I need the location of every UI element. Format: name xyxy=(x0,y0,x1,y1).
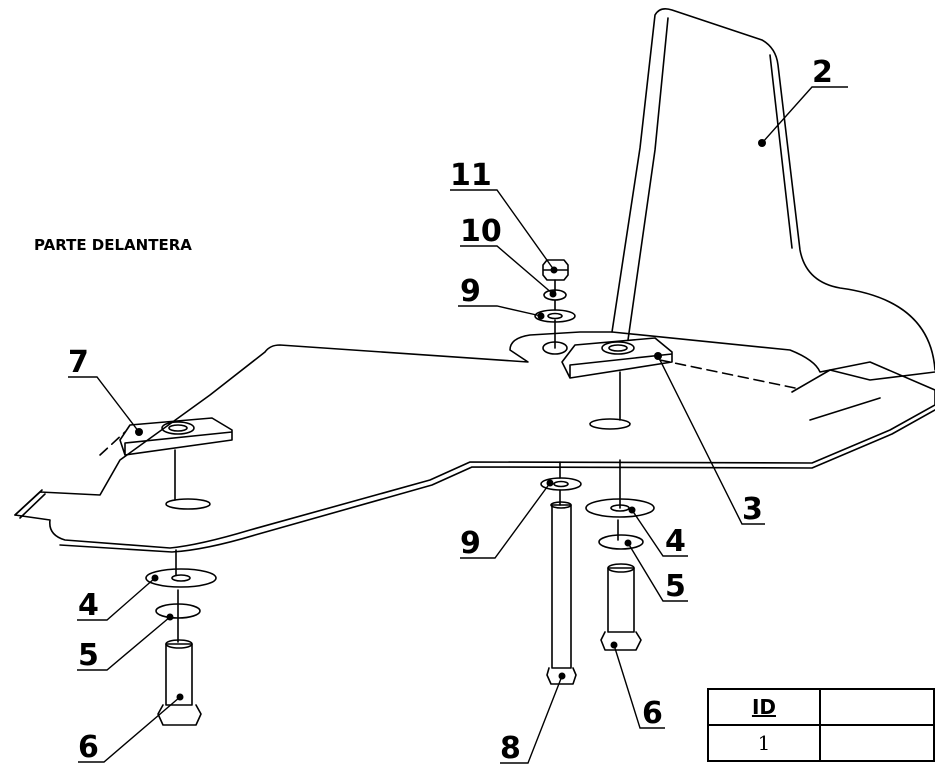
back-plate-edge xyxy=(627,17,669,341)
washer-9-top xyxy=(534,309,576,323)
callout-6-left: 6 xyxy=(78,730,99,765)
table-row: 1 xyxy=(707,724,935,762)
bolt-6-left-top xyxy=(165,639,193,649)
washer-9-top-hole xyxy=(547,312,563,320)
lock-washer-5-right xyxy=(598,534,644,550)
callout-5-right: 5 xyxy=(665,569,686,604)
washer-4-right-hole xyxy=(610,504,630,512)
callout-4-right: 4 xyxy=(665,524,686,559)
parts-table-header-row: ID xyxy=(707,688,935,726)
front-side-note: PARTE DELANTERA xyxy=(34,236,192,254)
axis-right xyxy=(617,371,621,541)
left-bracket-hole-inner xyxy=(168,424,188,432)
callout-9-bottom: 9 xyxy=(460,526,481,561)
callout-3: 3 xyxy=(742,492,763,527)
callout-6-right: 6 xyxy=(642,696,663,731)
parts-table-cell-id: 1 xyxy=(707,724,821,762)
callout-10: 10 xyxy=(460,214,502,249)
callout-8: 8 xyxy=(500,731,521,766)
parts-table-header-empty xyxy=(818,688,935,726)
callout-2: 2 xyxy=(812,55,833,90)
slot-left xyxy=(165,498,211,510)
right-bracket-hole xyxy=(601,341,635,355)
back-plate-outline xyxy=(611,8,935,371)
washer-9-bottom-hole xyxy=(553,480,569,488)
callout-5-left: 5 xyxy=(78,638,99,673)
base-plate-front-tab xyxy=(14,489,46,519)
left-bracket-hole xyxy=(161,421,195,435)
parts-table-cell-empty xyxy=(818,724,935,762)
washer-4-left-hole xyxy=(171,574,191,582)
callout-9-top: 9 xyxy=(460,274,481,309)
lock-washer-10 xyxy=(543,289,567,301)
washer-4-right xyxy=(585,498,655,518)
right-bracket xyxy=(561,337,673,379)
base-plate-rim xyxy=(59,409,935,553)
bolt-6-left xyxy=(157,643,202,726)
washer-4-left xyxy=(145,568,217,588)
callout-7: 7 xyxy=(68,345,89,380)
bolt-6-right-top xyxy=(607,563,635,573)
base-plate-outline xyxy=(14,331,935,549)
parts-table-header-id: ID xyxy=(707,688,821,726)
bolt-8 xyxy=(546,504,577,685)
parts-table: ID 1 xyxy=(707,688,935,762)
right-bracket-hole-inner xyxy=(608,344,628,352)
left-bracket xyxy=(119,417,233,456)
axis-left xyxy=(174,449,179,643)
callout-11: 11 xyxy=(450,158,492,193)
base-plate-left-hidden-edge xyxy=(99,431,126,456)
slot-center xyxy=(589,418,631,430)
callout-4-left: 4 xyxy=(78,588,99,623)
washer-9-bottom xyxy=(540,477,582,491)
lock-washer-5-left xyxy=(155,603,201,619)
base-plate-hidden-edge xyxy=(659,359,796,389)
base-plate-right-flange xyxy=(791,369,935,421)
bolt-6-right xyxy=(600,567,642,651)
bolt-8-top xyxy=(550,501,572,509)
back-plate-fold xyxy=(769,54,793,249)
